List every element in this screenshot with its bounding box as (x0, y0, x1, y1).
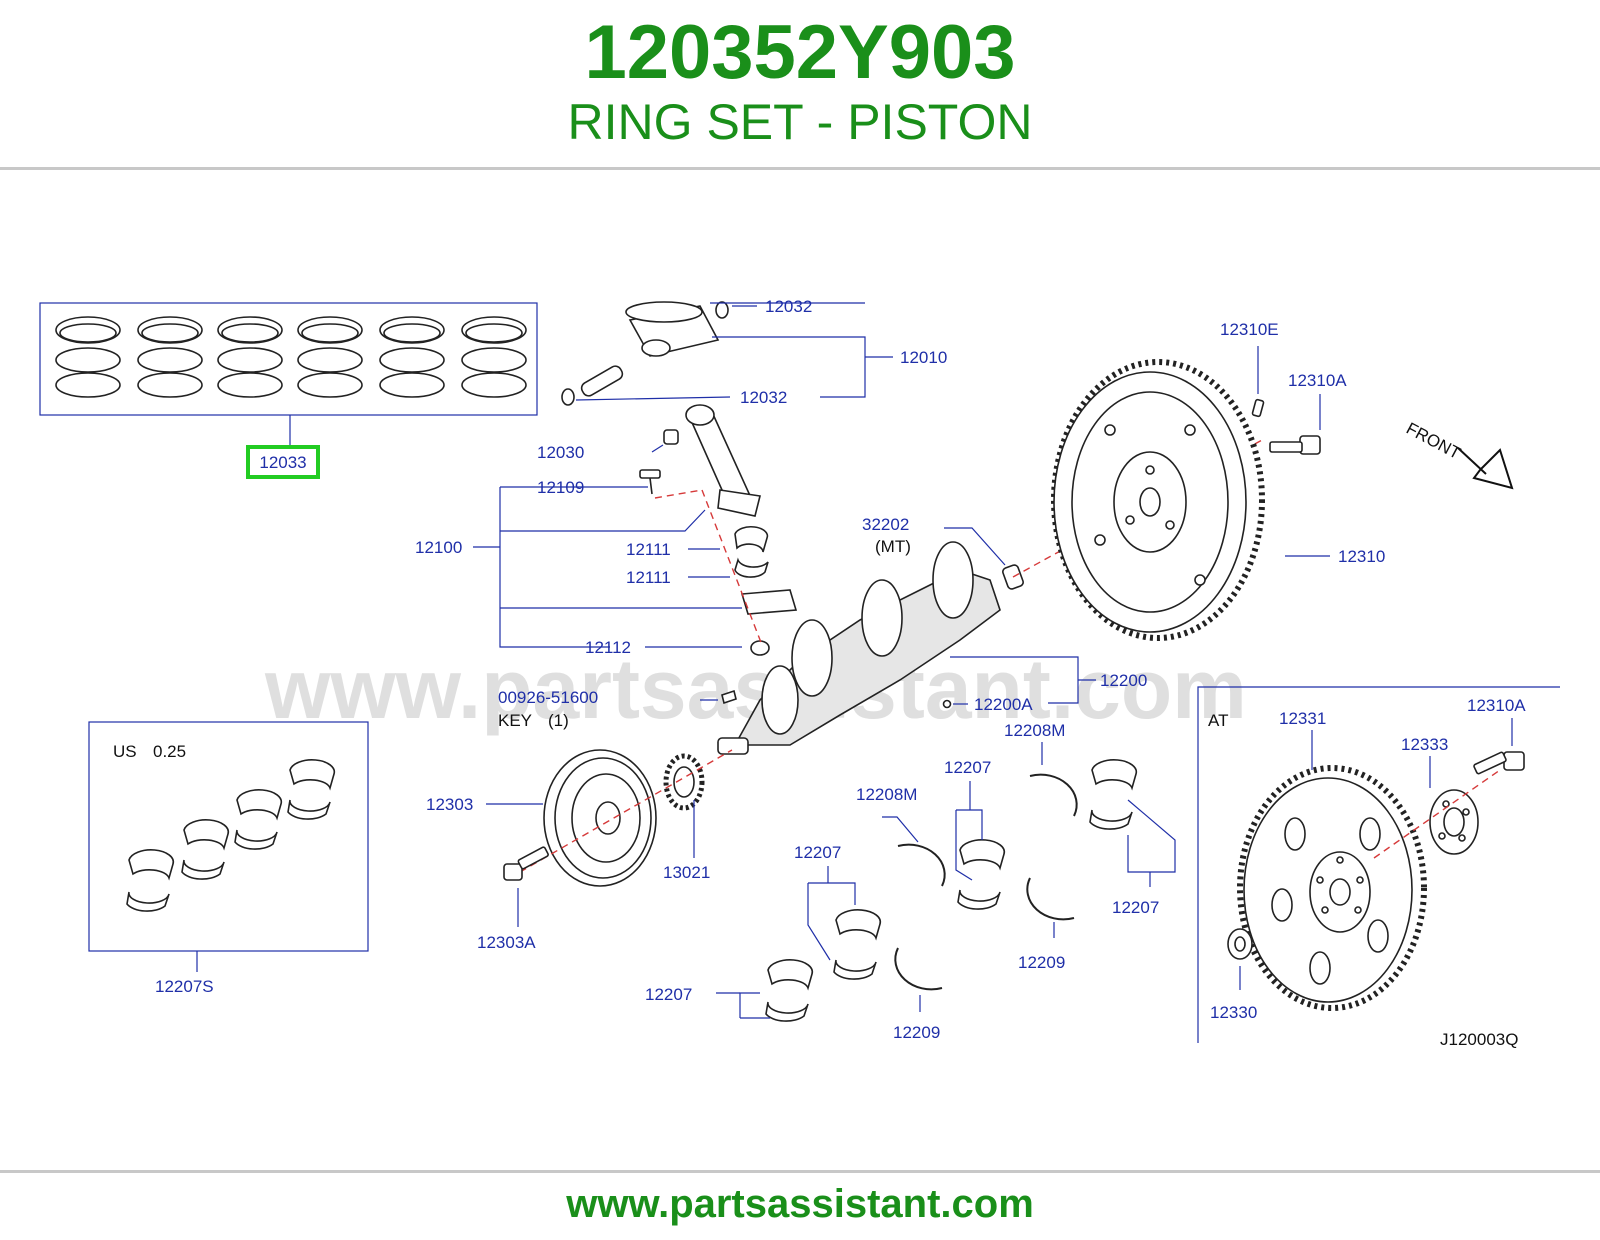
callout-mt-note: (MT) (875, 537, 911, 556)
key-quantity: (1) (548, 711, 569, 730)
crankshaft (717, 541, 1024, 755)
highlight-box (246, 445, 320, 479)
callout-12032-bottom[interactable]: 12032 (740, 388, 787, 407)
callout-12032-top[interactable]: 12032 (765, 297, 812, 316)
callout-12310A-at[interactable]: 12310A (1467, 696, 1526, 715)
callout-12208M-left[interactable]: 12208M (856, 785, 917, 804)
undersize-bearing-set (88, 721, 369, 972)
drive-plate-bolt (1473, 751, 1525, 775)
callout-12200A[interactable]: 12200A (974, 695, 1033, 714)
callout-12310[interactable]: 12310 (1338, 547, 1385, 566)
reinforcement-plate (1429, 789, 1479, 855)
callout-12111-a[interactable]: 12111 (626, 540, 671, 559)
diagram-id: J120003Q (1440, 1030, 1518, 1049)
callout-12109[interactable]: 12109 (537, 478, 584, 497)
connecting-rod (639, 404, 798, 656)
callout-12100[interactable]: 12100 (415, 538, 462, 557)
header-divider (0, 167, 1600, 170)
piston-ring-set (39, 302, 538, 447)
callout-00926-51600[interactable]: 00926-51600 (498, 688, 598, 707)
callout-12333[interactable]: 12333 (1401, 735, 1448, 754)
callout-12200[interactable]: 12200 (1100, 671, 1147, 690)
thrust-washers (894, 773, 1078, 991)
drive-plate-at (1237, 765, 1427, 1011)
front-arrow-icon (1457, 447, 1514, 490)
callout-12310A-top[interactable]: 12310A (1288, 371, 1347, 390)
callout-12111-b[interactable]: 12111 (626, 568, 671, 587)
callout-12010[interactable]: 12010 (900, 348, 947, 367)
callout-12310E[interactable]: 12310E (1220, 320, 1279, 339)
callout-12207-c[interactable]: 12207 (944, 758, 991, 777)
front-label: FRONT (1403, 419, 1464, 463)
callout-13021[interactable]: 13021 (663, 863, 710, 882)
us-label: US (113, 742, 137, 761)
part-number-title: 120352Y903 (584, 10, 1016, 95)
callout-12303[interactable]: 12303 (426, 795, 473, 814)
key-label: KEY (498, 711, 532, 730)
callout-12207-b[interactable]: 12207 (645, 985, 692, 1004)
crank-sprocket (663, 753, 705, 811)
callout-12030[interactable]: 12030 (537, 443, 584, 462)
callout-12112[interactable]: 12112 (585, 638, 631, 657)
pulley-bolt (503, 846, 549, 881)
flywheel-bolt (1269, 435, 1321, 455)
callout-12330[interactable]: 12330 (1210, 1003, 1257, 1022)
callout-12207-a[interactable]: 12207 (794, 843, 841, 862)
at-label: AT (1208, 711, 1228, 730)
piston (561, 301, 729, 406)
callout-12209-left[interactable]: 12209 (893, 1023, 940, 1042)
callout-12207-d[interactable]: 12207 (1112, 898, 1159, 917)
footer-divider (0, 1170, 1600, 1173)
callout-12209-right[interactable]: 12209 (1018, 953, 1065, 972)
callout-12303A[interactable]: 12303A (477, 933, 536, 952)
callout-12207S[interactable]: 12207S (155, 977, 214, 996)
flywheel-mt (1051, 359, 1265, 641)
footer-url-link[interactable]: www.partsassistant.com (566, 1182, 1034, 1226)
crank-pulley (543, 749, 657, 887)
pilot-bushing (1227, 928, 1253, 960)
us-value: 0.25 (153, 742, 186, 761)
callout-12208M-right[interactable]: 12208M (1004, 721, 1065, 740)
callout-12331[interactable]: 12331 (1279, 709, 1326, 728)
callout-12033[interactable]: 12033 (259, 453, 306, 472)
main-bearings (765, 759, 1138, 1022)
callout-32202[interactable]: 32202 (862, 515, 909, 534)
part-description: RING SET - PISTON (567, 94, 1033, 150)
